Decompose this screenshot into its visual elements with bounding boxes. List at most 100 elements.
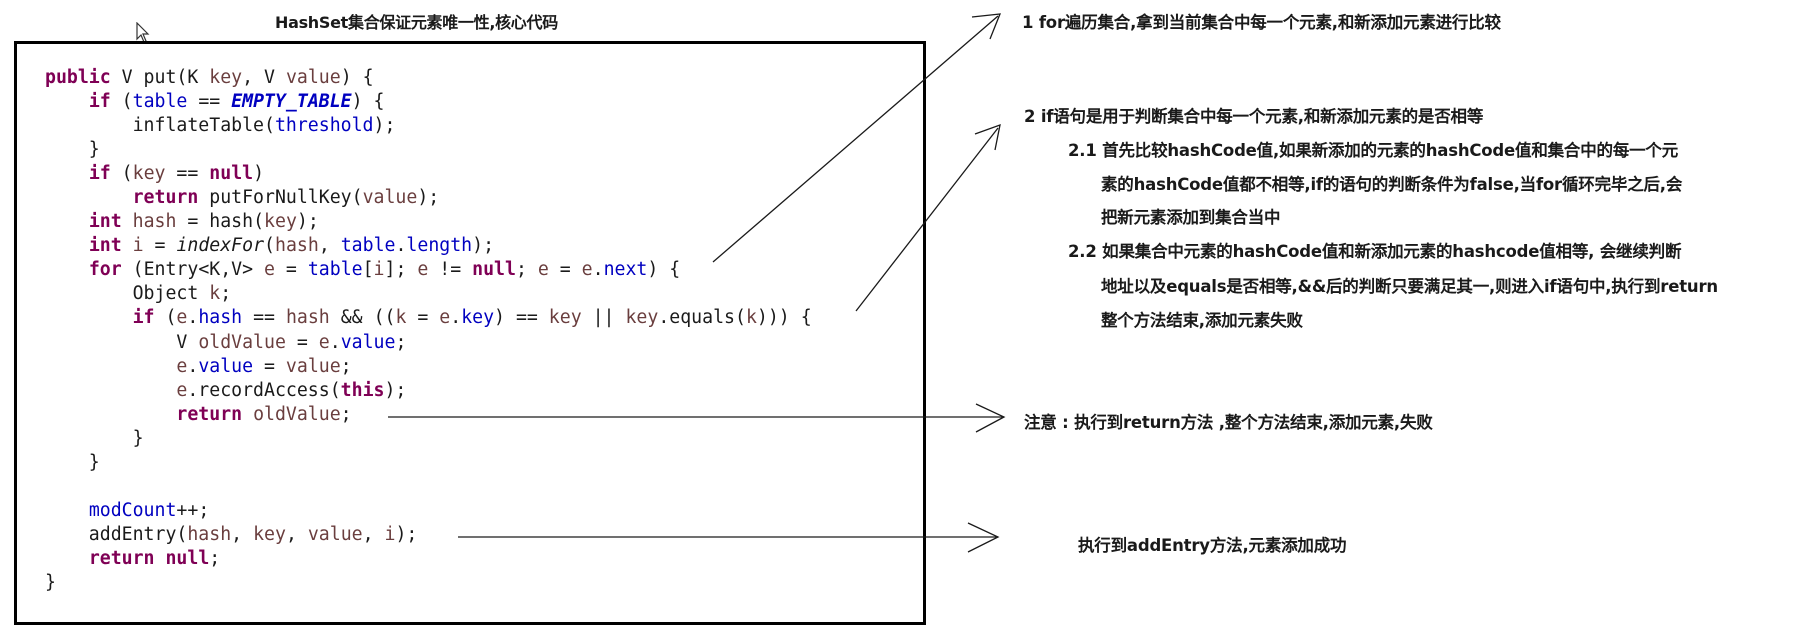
code-token: key (461, 307, 495, 329)
code-token: } (45, 139, 100, 161)
code-token: ( (154, 307, 177, 329)
code-token: next (603, 259, 648, 281)
code-token: value (285, 67, 341, 88)
code-token: e (318, 331, 330, 353)
code-token: ( (264, 235, 275, 257)
code-token: = (253, 355, 286, 377)
code-token: ; (515, 259, 538, 281)
code-token: e (537, 259, 549, 281)
code-token: ; (220, 283, 232, 305)
code-token: int (88, 235, 122, 257)
code-token: k (395, 307, 407, 329)
code-token: e (176, 307, 188, 329)
code-token: ( (110, 91, 133, 113)
note-2-2-line-3: 整个方法结束,添加元素失败 (1101, 311, 1303, 330)
code-line: int hash = hash(key); (45, 210, 812, 234)
code-token: null (165, 547, 210, 569)
code-token: Object (45, 283, 210, 305)
code-token: for (88, 259, 122, 281)
code-token: value (362, 187, 418, 209)
code-line: inflateTable(threshold); (45, 114, 812, 138)
code-token: != (428, 259, 473, 281)
code-token: = (285, 331, 319, 353)
code-token: k (209, 283, 221, 305)
code-line: if (table == EMPTY_TABLE) { (45, 90, 812, 114)
code-line: modCount++; (45, 499, 812, 523)
code-token: . (395, 235, 407, 257)
code-token: ; (340, 403, 352, 425)
code-token: ); (472, 235, 495, 257)
code-token: indexFor (176, 235, 265, 257)
note-1-for-loop: 1 for遍历集合,拿到当前集合中每一个元素,和新添加元素进行比较 (1022, 13, 1501, 32)
code-token: .recordAccess( (187, 379, 341, 401)
code-token: . (592, 259, 604, 281)
code-token: (Entry<K,V> (121, 259, 265, 281)
code-line: } (45, 138, 812, 162)
note-addentry-success: 执行到addEntry方法,元素添加成功 (1078, 536, 1347, 555)
code-token: ); (373, 115, 396, 137)
code-token: , (285, 523, 308, 545)
code-token: modCount (88, 499, 177, 521)
arrow-if-to-note-2 (855, 123, 1001, 312)
code-token: null (472, 259, 516, 281)
code-token: ); (417, 187, 440, 209)
code-token: V put(K (110, 67, 210, 88)
code-token: , (362, 523, 385, 545)
code-line: if (e.hash == hash && ((k = e.key) == ke… (45, 306, 812, 330)
note-2-1-line-2: 素的hashCode值都不相等,if的语句的判断条件为false,当for循环完… (1101, 175, 1683, 194)
note-2-if-statement: 2 if语句是用于判断集合中每一个元素,和新添加元素的是否相等 (1024, 107, 1484, 126)
code-token: key (253, 523, 286, 545)
code-token: oldValue (253, 403, 341, 425)
code-line: } (45, 451, 812, 475)
code-token: . (187, 355, 199, 377)
note-2-1-line-3: 把新元素添加到集合当中 (1101, 208, 1281, 227)
code-token: , (318, 235, 341, 257)
code-token: key (548, 307, 582, 329)
code-box (14, 41, 926, 625)
code-token: .equals( (658, 307, 746, 329)
code-token: } (45, 451, 100, 473)
code-block: public V put(K key, V value) { if (table… (45, 66, 812, 595)
code-token: if (88, 91, 111, 113)
code-line: } (45, 571, 812, 595)
code-token: ) { (647, 259, 681, 281)
code-line: return oldValue; (45, 403, 812, 427)
code-token: e (581, 259, 593, 281)
code-token: [ (362, 259, 374, 281)
code-token: value (307, 523, 363, 545)
code-token: table (307, 259, 363, 281)
code-token: value (340, 331, 396, 353)
code-token: key (264, 211, 297, 233)
code-line: for (Entry<K,V> e = table[i]; e != null;… (45, 258, 812, 282)
code-token: ++; (176, 499, 210, 521)
code-token: ) == (494, 307, 549, 329)
code-token: addEntry( (45, 523, 188, 545)
arrow-addentry-to-note (458, 522, 1000, 553)
code-line: public V put(K key, V value) { (45, 66, 812, 90)
code-token: this (340, 379, 385, 401)
code-token: key (209, 67, 243, 88)
code-token: ( (110, 163, 133, 185)
code-token: ; (209, 547, 221, 569)
code-token: == (165, 163, 210, 185)
code-line: if (key == null) (45, 162, 812, 186)
code-token: hash (187, 523, 232, 545)
code-token: if (132, 307, 155, 329)
note-return-fail: 注意 : 执行到return方法 ,整个方法结束,添加元素,失败 (1024, 413, 1433, 432)
code-token: return (88, 547, 155, 569)
code-token: hash (275, 235, 319, 257)
code-token: } (45, 427, 144, 449)
note-2-2-line-2: 地址以及equals是否相等,&&后的判断只要满足其一,则进入if语句中,执行到… (1101, 277, 1718, 296)
code-line: int i = indexFor(hash, table.length); (45, 234, 812, 258)
code-line: V oldValue = e.value; (45, 331, 812, 355)
code-token: threshold (274, 115, 374, 137)
code-token: key (625, 307, 659, 329)
code-token: = (548, 259, 582, 281)
code-token: i (373, 259, 385, 281)
code-token: ) { (340, 67, 374, 88)
code-token: } (45, 571, 56, 593)
code-token: ; (340, 355, 352, 377)
code-token: ) { (351, 91, 385, 113)
code-token: == (187, 91, 232, 113)
code-line: addEntry(hash, key, value, i); (45, 523, 812, 547)
